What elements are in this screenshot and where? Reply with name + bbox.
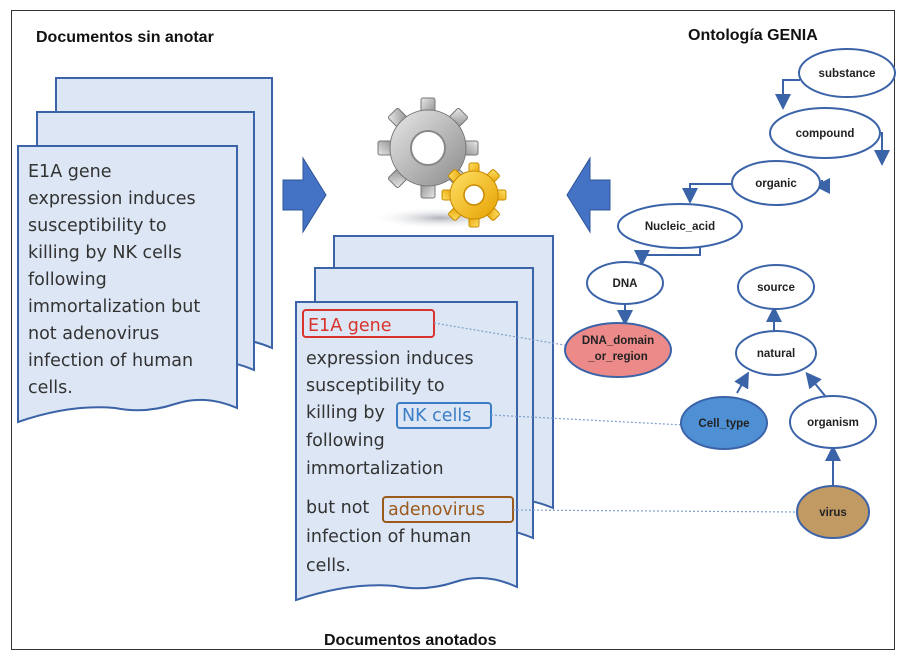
link-nk-to-cell-type <box>490 414 685 426</box>
doc-line: immortalization <box>306 459 444 479</box>
doc-line: susceptibility to <box>306 376 445 396</box>
ontology-edges <box>617 79 890 488</box>
node-label: Cell_type <box>698 418 749 430</box>
node-natural: natural <box>735 330 817 376</box>
node-dna: DNA <box>586 261 664 305</box>
highlight-adenovirus: adenovirus <box>388 500 485 520</box>
header-ontology: Ontología GENIA <box>688 27 818 44</box>
node-organic: organic <box>731 160 821 206</box>
doc-line: infection of human <box>28 351 193 371</box>
document-page-front <box>295 301 518 602</box>
node-label: substance <box>819 68 876 80</box>
unannotated-document-text: E1A gene expression induces susceptibili… <box>28 162 200 398</box>
annotated-document-stack: E1A gene expression induces susceptibili… <box>295 235 554 602</box>
gears-icon <box>370 97 510 229</box>
doc-line: immortalization but <box>28 297 200 317</box>
node-label: natural <box>757 348 795 360</box>
highlight-e1a-gene: E1A gene <box>308 316 391 336</box>
node-label: Nucleic_acid <box>645 221 715 233</box>
arrow-right-icon <box>282 156 327 234</box>
doc-line: following <box>306 431 385 451</box>
node-organism: organism <box>789 395 877 449</box>
highlight-box-adenovirus <box>382 496 514 523</box>
doc-line: cells. <box>306 556 351 576</box>
edge-organic-nucleic <box>682 183 738 204</box>
doc-line: expression induces <box>306 349 474 369</box>
highlight-nk-cells: NK cells <box>402 406 471 426</box>
arrow-left-icon <box>566 156 611 234</box>
doc-line: expression induces <box>28 189 196 209</box>
edge-organism-natural <box>805 371 827 398</box>
doc-line: E1A gene <box>28 162 111 182</box>
annotation-links <box>433 322 799 513</box>
doc-line: killing by <box>306 403 385 423</box>
node-source: source <box>737 264 815 310</box>
node-virus: virus <box>796 485 870 539</box>
edge-substance-compound <box>775 79 800 110</box>
unannotated-document-stack: E1A gene expression induces susceptibili… <box>17 77 273 424</box>
node-label: DNA <box>613 278 638 290</box>
link-adenovirus-to-virus <box>512 509 799 513</box>
node-label: organism <box>807 417 859 429</box>
header-unannotated: Documentos sin anotar <box>36 29 214 46</box>
node-nucleic-acid: Nucleic_acid <box>617 203 743 249</box>
edge-nucleic-dna <box>634 244 701 266</box>
node-label: compound <box>796 128 855 140</box>
figure-border <box>11 10 895 650</box>
doc-line: infection of human <box>306 527 471 547</box>
doc-line: but not <box>306 498 369 518</box>
annotated-document-text: E1A gene expression induces susceptibili… <box>302 309 514 576</box>
edge-celltype-natural <box>734 371 749 394</box>
node-label: _or_region <box>587 351 647 363</box>
doc-line: killing by NK cells <box>28 243 182 263</box>
node-cell-type: Cell_type <box>680 396 768 450</box>
node-substance: substance <box>798 48 896 98</box>
ontology-graph: substance compound organic Nucleic_acid … <box>564 48 896 539</box>
node-label: virus <box>819 507 847 519</box>
node-compound: compound <box>769 107 881 159</box>
doc-line: susceptibility to <box>28 216 167 236</box>
doc-line: following <box>28 270 107 290</box>
link-e1a-to-dna-domain <box>433 322 571 347</box>
doc-line: cells. <box>28 378 73 398</box>
header-annotated: Documentos anotados <box>324 632 497 649</box>
node-label: source <box>757 282 795 294</box>
node-label: DNA_domain <box>582 335 654 347</box>
doc-line: not adenovirus <box>28 324 159 344</box>
document-page-front <box>17 145 238 424</box>
node-label: organic <box>755 178 797 190</box>
node-dna-domain-or-region: DNA_domain _or_region <box>564 322 672 378</box>
